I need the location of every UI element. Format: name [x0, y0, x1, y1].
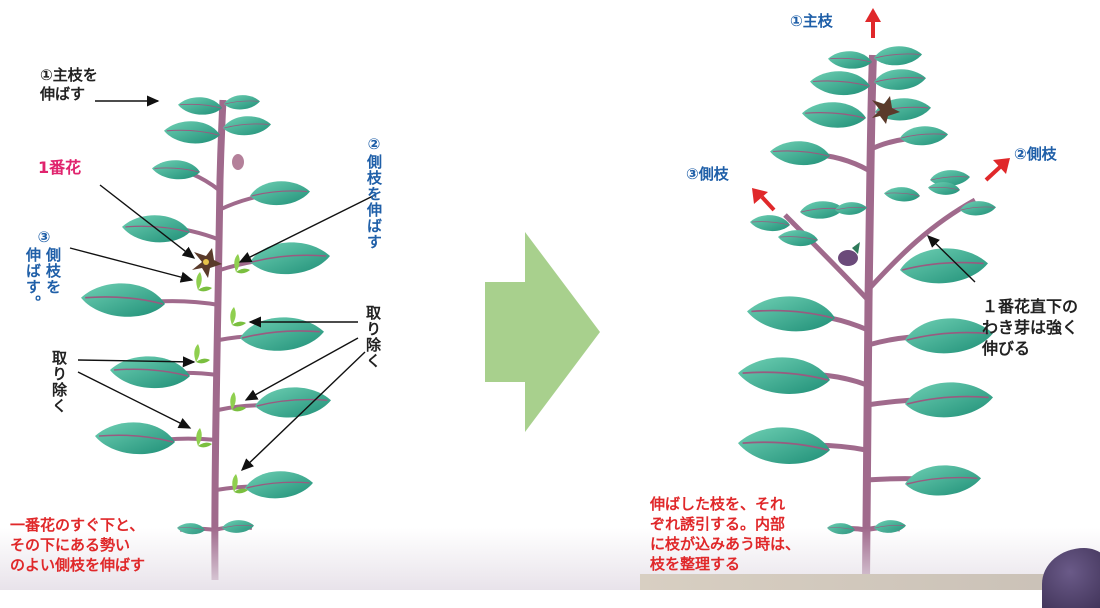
right-side-branch-2-label: ②側枝 [1014, 145, 1057, 163]
main-stem-up-arrow [865, 8, 881, 38]
left-main-stem-label: ①主枝を 伸ばす [40, 66, 98, 103]
branch-3-arrow [752, 188, 776, 212]
ground-strip [640, 574, 1100, 590]
right-main-stem-label: ①主枝 [790, 12, 833, 30]
top-flower [872, 96, 900, 124]
left-main-stem [211, 99, 227, 581]
right-plant [737, 8, 1010, 581]
plant-diagram [69, 8, 1010, 581]
remove-label-left: 取り除く [50, 350, 68, 414]
right-main-stem [862, 54, 877, 581]
right-note: １番花直下の わき芽は強く 伸びる [982, 297, 1079, 358]
left-caption: 一番花のすぐ下と、 その下にある勢い のよい側枝を伸ばす [10, 516, 146, 574]
left-plant [69, 94, 376, 581]
first-flower-label: 1番花 [38, 158, 82, 177]
remove-label-right: 取り除く [364, 305, 382, 369]
left-side-branch-2-label: ②側枝を伸ばす [365, 135, 383, 250]
branch-2-arrow [984, 158, 1010, 182]
right-caption: 伸ばした枝を、それ ぞれ誘引する。内部 に枝が込みあう時は、 枝を整理する [650, 495, 801, 573]
flower-bud [232, 154, 244, 170]
left-side-branch-3-label: ③ 伸ばす。 側枝を [24, 228, 62, 311]
progress-arrow [485, 232, 600, 432]
eggplant-fruit [838, 250, 858, 266]
right-side-branch-3-label: ③側枝 [686, 165, 729, 183]
first-flower [192, 248, 222, 278]
eggplant-calyx [852, 242, 860, 254]
